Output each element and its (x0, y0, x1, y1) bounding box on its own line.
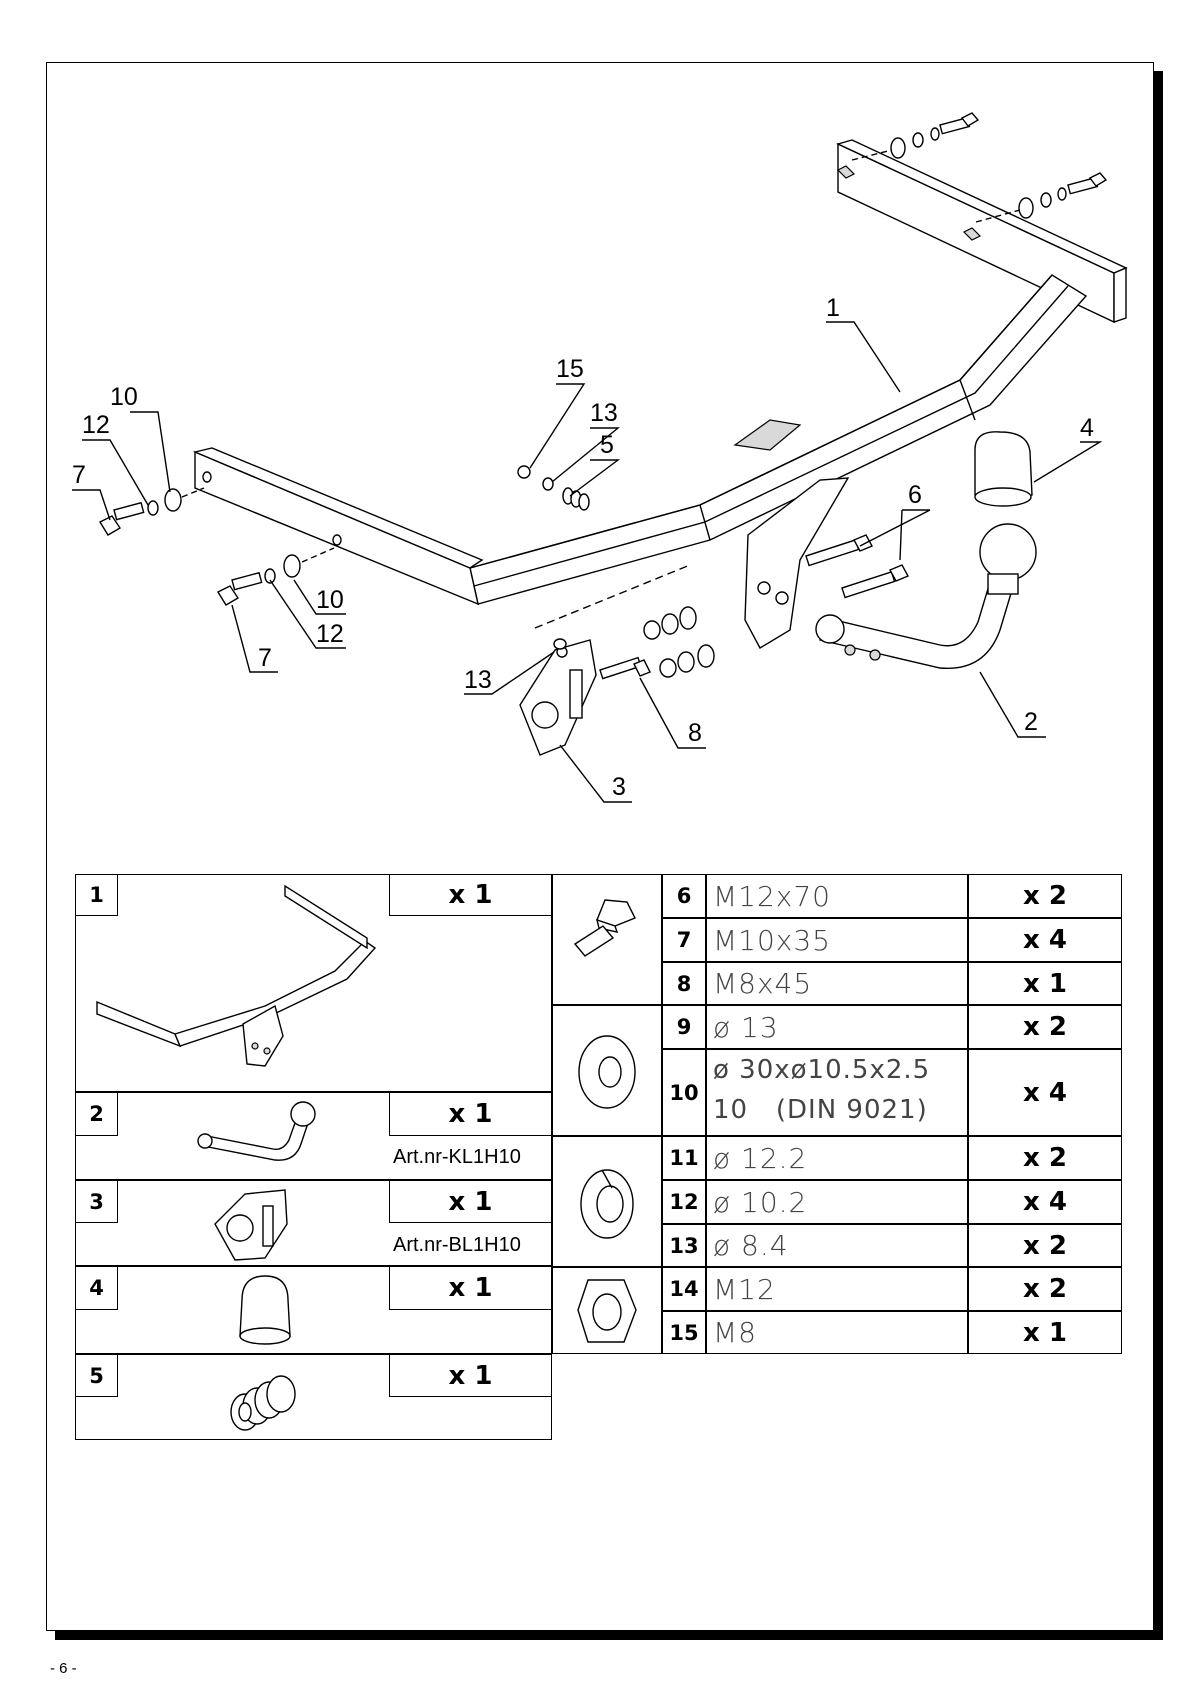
part-quantity: x 1 (389, 1180, 552, 1223)
part-spec: ø 10.2 (706, 1180, 968, 1224)
page-number: - 6 - (50, 1660, 77, 1677)
callout-10-top: 10 (110, 383, 138, 411)
part-quantity: x 2 (968, 1005, 1122, 1049)
part-quantity: x 2 (968, 874, 1122, 918)
part-quantity: x 1 (389, 1266, 552, 1310)
part-number: 13 (662, 1224, 706, 1267)
hitch-bracket (733, 419, 850, 649)
callout-leaders (72, 321, 1103, 803)
right-bracket (836, 139, 1128, 324)
spring-icon (230, 1375, 296, 1431)
part-number: 14 (662, 1267, 706, 1311)
part-quantity: x 4 (968, 1180, 1122, 1224)
washer-stack (643, 606, 715, 678)
bolt-icon (573, 899, 636, 957)
bolts-m12 (805, 534, 909, 599)
socket-plate-icon (214, 1189, 288, 1261)
callout-8: 8 (688, 719, 702, 747)
part-number: 11 (662, 1136, 706, 1180)
part-quantity: x 1 (968, 1311, 1122, 1354)
part-number: 9 (662, 1005, 706, 1049)
part-number: 1 (75, 874, 118, 916)
part-row-4 (75, 1266, 552, 1354)
part-spec: M10x35 (706, 918, 968, 962)
part-quantity: x 1 (968, 962, 1122, 1005)
part-quantity: x 1 (389, 874, 552, 916)
part-quantity: x 2 (968, 1224, 1122, 1267)
ball-neck-icon (197, 1101, 316, 1161)
part-spec: ø 30xø10.5x2.5 10 (DIN 9021) (706, 1049, 968, 1136)
callout-10-bottom: 10 (316, 586, 344, 614)
hex-nut-icon (577, 1279, 637, 1343)
part-number: 5 (75, 1354, 118, 1397)
socket-plate (519, 564, 691, 756)
exploded-assembly-drawing: 1 4 15 13 5 10 12 7 6 10 12 7 13 8 2 3 (72, 112, 1128, 803)
right-bolts (851, 112, 1108, 223)
part-number: 15 (662, 1311, 706, 1354)
part-spec-line1: ø 30xø10.5x2.5 (713, 1055, 931, 1085)
spring-and-nut (517, 465, 590, 511)
part-quantity: x 1 (389, 1354, 552, 1397)
callout-7-top: 7 (72, 461, 86, 489)
part-spec-line2: 10 (DIN 9021) (713, 1095, 928, 1125)
ball-neck-and-cap (815, 431, 1037, 670)
callout-12-bottom: 12 (316, 620, 344, 648)
part-number: 4 (75, 1266, 118, 1310)
part-number: 8 (662, 962, 706, 1005)
tow-bar-frame-icon (96, 884, 377, 1067)
part-number: 7 (662, 918, 706, 962)
ball-cap-icon (239, 1275, 291, 1345)
callout-2: 2 (1024, 708, 1038, 736)
part-number: 10 (662, 1049, 706, 1136)
spring-washer-icon (580, 1169, 634, 1239)
part-spec: M8 (706, 1311, 968, 1354)
part-quantity: x 1 (389, 1092, 552, 1136)
part-spec: M12x70 (706, 874, 968, 918)
callout-7-bottom: 7 (258, 644, 272, 672)
callout-15: 15 (556, 355, 584, 383)
callout-4: 4 (1080, 414, 1094, 442)
article-number: Art.nr-KL1H10 (393, 1146, 521, 1168)
part-row-3 (75, 1180, 552, 1266)
part-spec: M8x45 (706, 962, 968, 1005)
part-quantity: x 4 (968, 918, 1122, 962)
part-spec: ø 12.2 (706, 1136, 968, 1180)
callout-13-bottom: 13 (464, 666, 492, 694)
callout-12-top: 12 (82, 411, 110, 439)
part-quantity: x 2 (968, 1136, 1122, 1180)
callout-1: 1 (826, 294, 840, 322)
callout-3: 3 (612, 773, 626, 801)
part-spec: M12 (706, 1267, 968, 1311)
callout-5: 5 (600, 431, 614, 459)
part-spec: ø 8.4 (706, 1224, 968, 1267)
part-quantity: x 4 (968, 1049, 1122, 1136)
callout-6: 6 (908, 481, 922, 509)
part-number: 6 (662, 874, 706, 918)
part-spec: ø 13 (706, 1005, 968, 1049)
flat-washer-icon (578, 1035, 636, 1109)
main-beam (469, 274, 1088, 605)
left-bolts (99, 487, 335, 606)
part-quantity: x 2 (968, 1267, 1122, 1311)
left-bracket (192, 447, 484, 606)
part-number: 12 (662, 1180, 706, 1224)
part-number: 2 (75, 1092, 118, 1136)
article-number: Art.nr-BL1H10 (393, 1234, 521, 1256)
part-number: 3 (75, 1180, 118, 1223)
callout-13-top: 13 (590, 399, 618, 427)
